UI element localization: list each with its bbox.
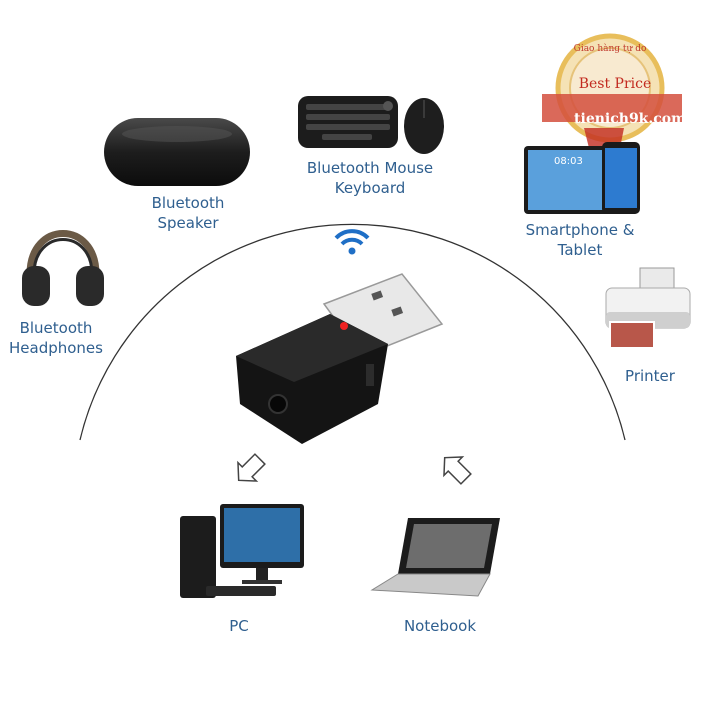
- best-price-badge: [542, 33, 682, 168]
- keyboard-mouse-image: [298, 96, 444, 154]
- pc-image: [180, 504, 304, 598]
- smartphone-tablet-label: Smartphone & Tablet: [525, 221, 635, 259]
- tablet-phone-image: [524, 142, 640, 214]
- badge-ribbon-text: Best Price: [578, 76, 652, 92]
- tablet-clock: 08:03: [554, 156, 583, 167]
- headphones-label: Bluetooth Headphones: [9, 319, 103, 357]
- wifi-icon: [334, 229, 370, 255]
- arrow-pc-icon: [237, 453, 266, 482]
- badge-arc-text: Giao hàng tự do: [573, 44, 647, 54]
- printer-label: Printer: [625, 367, 675, 385]
- pc-label: PC: [229, 617, 249, 635]
- printer-image: [605, 267, 691, 349]
- usb-adapter-image: [236, 273, 444, 444]
- headphones-image: [22, 230, 104, 306]
- mouse-keyboard-label: Bluetooth Mouse Keyboard: [306, 159, 434, 197]
- bluetooth-speaker-image: [104, 118, 250, 186]
- notebook-image: [370, 518, 500, 597]
- speaker-label: Bluetooth Speaker: [151, 194, 225, 232]
- arrow-notebook-icon: [443, 456, 472, 485]
- notebook-label: Notebook: [403, 617, 477, 635]
- badge-site-text: tienich9k.com: [574, 111, 686, 127]
